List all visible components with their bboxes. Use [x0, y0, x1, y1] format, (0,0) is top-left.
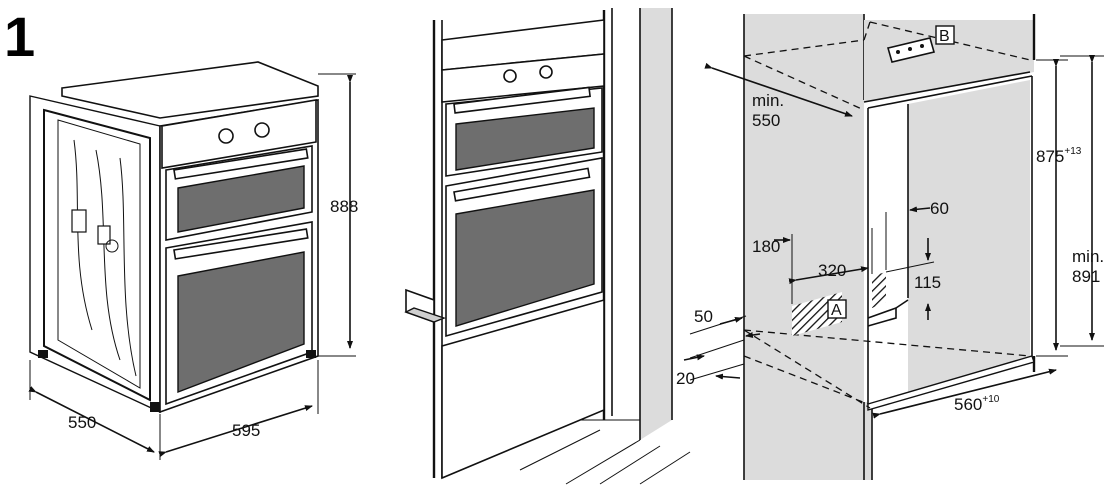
svg-text:875+13: 875+13	[1036, 146, 1082, 166]
marker-b-label: B	[939, 28, 950, 45]
gap-60-dimension: 60	[885, 199, 949, 270]
oven-width-dimension: 595	[158, 360, 319, 457]
svg-text:560+10: 560+10	[954, 394, 1000, 414]
vent-offset-value: 180	[752, 237, 780, 256]
oven-height-dimension: 888	[318, 73, 358, 357]
cabinet-width-base: 560	[954, 395, 982, 414]
gap-115-dimension: 115	[885, 238, 941, 320]
vent-width-value: 320	[818, 261, 846, 280]
oven-isometric	[29, 61, 319, 414]
installed-oven-view	[404, 8, 691, 485]
cabinet-depth-dimension: min. 550	[704, 62, 853, 130]
vent-width-dimension: 320	[788, 228, 873, 285]
marker-a-label: A	[831, 302, 842, 319]
oven-width-value: 595	[232, 421, 260, 440]
edge-50-dimension: 50	[689, 307, 761, 338]
cabinet-min-height-label: min.	[1072, 247, 1104, 266]
marker-b: B	[935, 25, 955, 45]
oven-depth-value: 550	[68, 413, 96, 432]
cabinet-min-height-value: 891	[1072, 267, 1100, 286]
cabinet-width-tolerance: +10	[982, 394, 999, 405]
gap-115-value: 115	[914, 273, 941, 292]
marker-a: A	[827, 299, 847, 319]
cabinet-height-dimension: 875+13	[1036, 59, 1082, 357]
cabinet-width-dimension: 560+10	[872, 368, 1057, 419]
oven-height-value: 888	[330, 197, 358, 216]
cabinet-height-base: 875	[1036, 147, 1064, 166]
edge-20-dimension: 20	[676, 339, 745, 388]
cabinet-depth-label: min.	[752, 91, 784, 110]
figure-number: 1	[4, 5, 35, 68]
cabinet-niche-view	[743, 14, 1036, 480]
cabinet-height-tolerance: +13	[1064, 146, 1081, 157]
edge-20-value: 20	[676, 369, 695, 388]
cabinet-min-height-dimension: min. 891	[1060, 55, 1104, 347]
cabinet-depth-value: 550	[752, 111, 780, 130]
gap-60-value: 60	[930, 199, 949, 218]
edge-50-value: 50	[694, 307, 713, 326]
